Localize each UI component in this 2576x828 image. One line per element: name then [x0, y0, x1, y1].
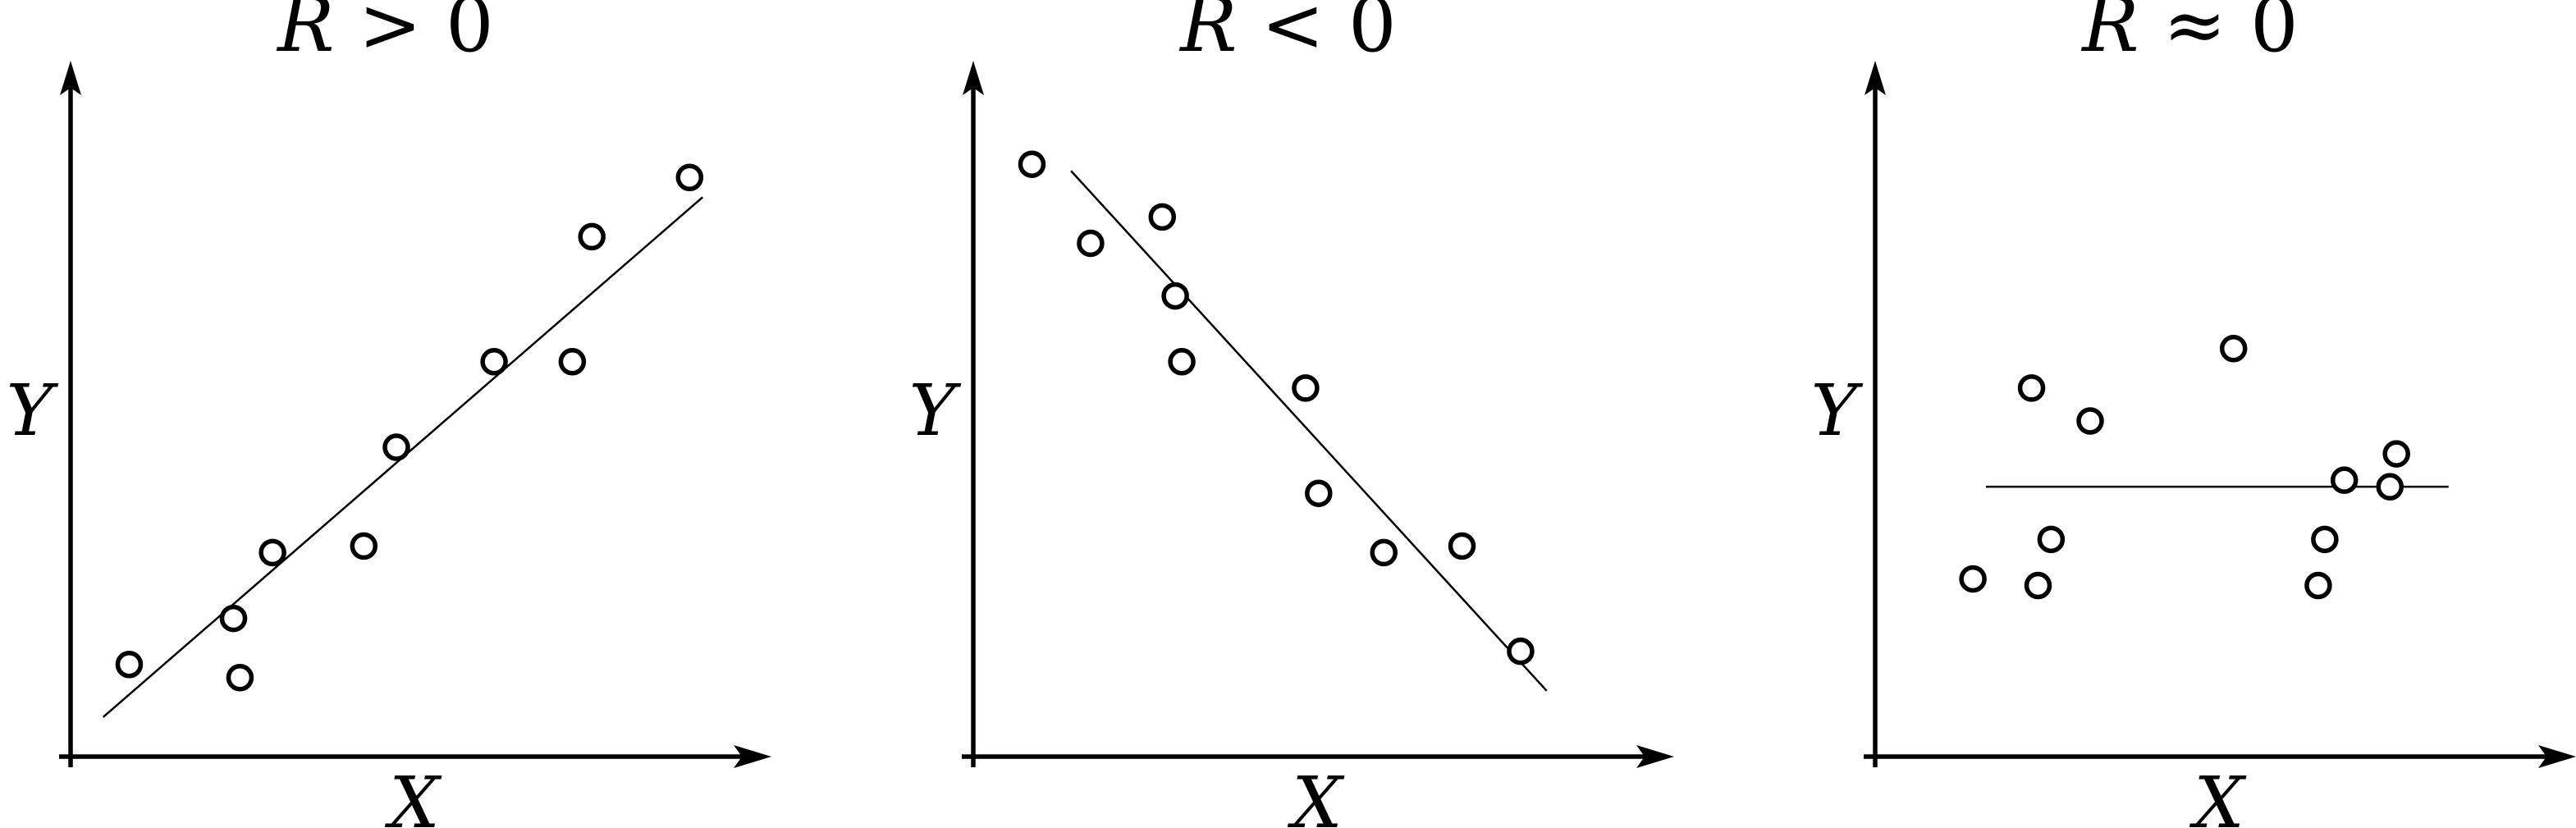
- title-value: 0: [446, 0, 494, 69]
- data-point: [2304, 571, 2332, 600]
- data-point: [558, 348, 587, 376]
- data-point: [115, 650, 144, 679]
- data-point: [1959, 565, 1987, 593]
- data-point: [578, 222, 606, 251]
- title-spacer: [1325, 0, 1348, 69]
- title-relation: ≈: [2163, 0, 2226, 69]
- data-point: [1507, 637, 1535, 666]
- data-point: [2024, 571, 2052, 600]
- x-axis-label: X: [1287, 762, 1345, 828]
- x-axis-arrow: [734, 745, 771, 768]
- title-value: 0: [2250, 0, 2299, 69]
- x-axis-arrow: [2538, 745, 2576, 768]
- data-point: [2076, 407, 2104, 435]
- chart-title: R < 0: [1178, 0, 1396, 69]
- data-point: [382, 433, 410, 461]
- y-axis-arrow: [1865, 61, 1886, 95]
- x-axis-label: X: [384, 762, 442, 828]
- data-point: [2311, 525, 2339, 554]
- data-point: [259, 538, 286, 567]
- y-axis-arrow: [60, 61, 81, 95]
- title-relation: >: [359, 0, 422, 69]
- data-point: [219, 604, 248, 633]
- x-axis-label: X: [2189, 762, 2247, 828]
- data-point: [226, 664, 254, 692]
- title-relation: <: [1261, 0, 1325, 69]
- panel-negative-correlation: R < 0 Y X: [909, 0, 1674, 828]
- data-point: [480, 348, 508, 376]
- data-point: [2219, 335, 2248, 363]
- y-axis-arrow: [963, 61, 984, 95]
- y-axis-label: Y: [909, 370, 962, 452]
- data-point: [350, 532, 378, 560]
- panel-zero-correlation: R ≈ 0 Y X: [1811, 0, 2576, 828]
- data-marks: [1018, 150, 1548, 692]
- title-spacer: [2139, 0, 2163, 69]
- data-point: [1305, 479, 1333, 507]
- regression-line: [1070, 170, 1548, 692]
- panel-positive-correlation: R > 0 Y X: [7, 0, 771, 828]
- title-spacer: [335, 0, 359, 69]
- data-marks: [102, 163, 704, 718]
- data-point: [1292, 374, 1320, 402]
- title-value: 0: [1348, 0, 1397, 69]
- data-marks: [1959, 335, 2449, 600]
- data-point: [2382, 440, 2410, 468]
- chart-title: R ≈ 0: [2080, 0, 2298, 69]
- chart-title: R > 0: [276, 0, 493, 69]
- data-point: [2017, 374, 2046, 402]
- y-axis-label: Y: [7, 370, 59, 452]
- title-spacer: [422, 0, 446, 69]
- x-axis-arrow: [1636, 745, 1674, 768]
- data-point: [2330, 466, 2359, 494]
- data-point: [1448, 532, 1476, 560]
- title-variable: R: [276, 0, 334, 69]
- data-point: [675, 163, 704, 191]
- y-axis-label: Y: [1811, 370, 1864, 452]
- data-point: [1148, 203, 1177, 231]
- data-point: [1018, 150, 1046, 178]
- title-variable: R: [2080, 0, 2139, 69]
- title-spacer: [1238, 0, 1261, 69]
- data-point: [2037, 525, 2066, 554]
- data-point: [1161, 281, 1189, 310]
- data-point: [2376, 473, 2404, 501]
- title-spacer: [2226, 0, 2250, 69]
- data-point: [1077, 229, 1105, 258]
- data-point: [1370, 538, 1398, 567]
- title-variable: R: [1178, 0, 1237, 69]
- data-point: [1168, 348, 1196, 376]
